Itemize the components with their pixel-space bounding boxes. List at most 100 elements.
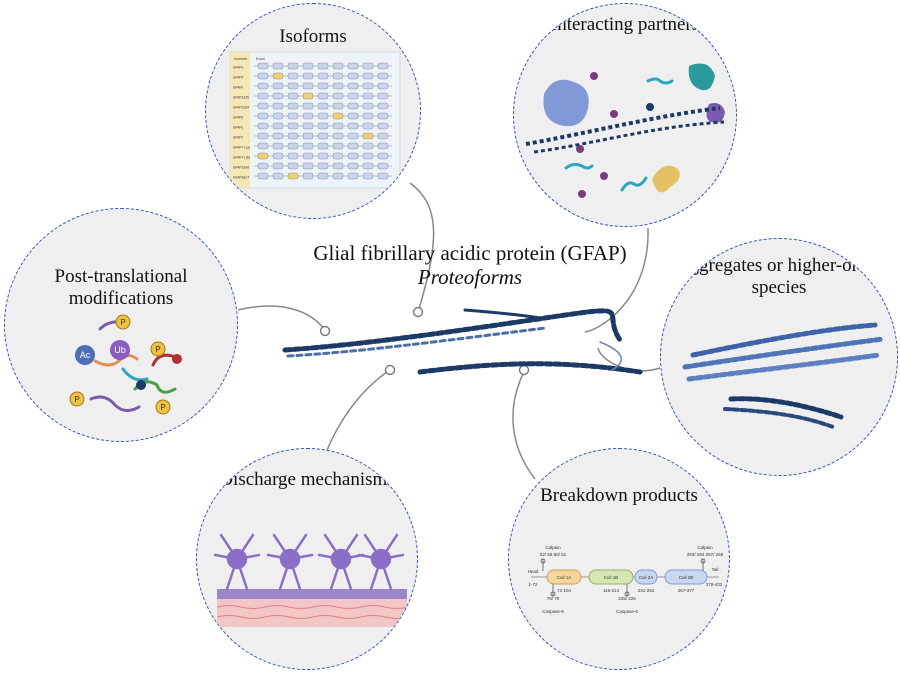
exon-box	[347, 132, 359, 140]
head-range: 1-72	[528, 582, 538, 587]
range-label: 231-252	[638, 588, 655, 593]
subtitle-text: Proteoforms	[417, 265, 523, 289]
exon-box	[347, 62, 359, 70]
exon-box	[332, 162, 344, 170]
exon-box	[347, 152, 359, 160]
exon-box	[362, 122, 374, 130]
isoforms-title: Isoforms	[279, 26, 347, 47]
caspase-site-right: 225/ 226	[618, 596, 636, 601]
ptm-illustration: Ac Ub P P P P	[69, 314, 182, 415]
isoform-name: GFAP+1 (a)	[233, 146, 250, 150]
exon-box	[377, 142, 389, 150]
exon-box	[272, 82, 284, 90]
exon-box	[287, 122, 299, 130]
exon-box	[302, 72, 314, 80]
exon-box	[377, 92, 389, 100]
exon-box	[347, 162, 359, 170]
exon-box	[362, 92, 374, 100]
partner-ring	[688, 63, 715, 91]
exon-box	[347, 122, 359, 130]
exon-box	[257, 72, 269, 80]
exon-box	[332, 172, 344, 180]
ptm-title: Post-translational modifications	[54, 266, 188, 309]
aggregates-illustration	[682, 322, 886, 429]
isoform-name: GFAPα	[233, 66, 244, 70]
exon-box	[272, 132, 284, 140]
ligand-dot	[576, 145, 584, 153]
isoform-name: GFAPκ	[233, 86, 244, 90]
exon-box	[287, 72, 299, 80]
domain-label: Coil 1A	[557, 575, 572, 580]
exon-box	[302, 112, 314, 120]
domain-label: Coil 1B	[604, 575, 619, 580]
exon-box	[377, 72, 389, 80]
exon-box	[317, 92, 329, 100]
exon-box	[287, 92, 299, 100]
exon-box	[287, 112, 299, 120]
exon-box	[317, 152, 329, 160]
isoform-name: GFAPΔEx7	[233, 176, 249, 180]
exon-box	[272, 92, 284, 100]
exon-box	[272, 112, 284, 120]
exon-box	[347, 142, 359, 150]
exon-box	[362, 132, 374, 140]
exon-box	[347, 92, 359, 100]
exon-box	[302, 82, 314, 90]
connector-isoforms	[409, 182, 435, 313]
exon-box	[272, 152, 284, 160]
exon-box	[317, 82, 329, 90]
exon-box	[287, 152, 299, 160]
interacting-title: Interacting partners	[550, 14, 700, 35]
ligand-dot	[646, 103, 654, 111]
domain-coil-1a	[546, 569, 582, 585]
acetyl-label: Ac	[80, 350, 91, 360]
scissors-icon	[700, 558, 706, 564]
discharge-illustration	[213, 533, 410, 627]
exon-box	[317, 172, 329, 180]
scissors-icon	[540, 558, 546, 564]
caspase-label-left: Caspase-6	[542, 609, 564, 614]
interacting-illustration	[525, 63, 725, 198]
exon-box	[317, 162, 329, 170]
domain-label: Coil 2B	[679, 575, 694, 580]
exon-box	[302, 142, 314, 150]
ligand-dot	[578, 190, 586, 198]
breakdown-circle: Breakdown products Coil 1A Coil 1B Coil …	[508, 448, 730, 670]
exon-box	[317, 142, 329, 150]
ubiquitin-label: Ub	[114, 345, 126, 355]
exon-box	[257, 172, 269, 180]
tail-label: Tail	[712, 567, 719, 572]
peptide-strand	[620, 176, 648, 192]
exon-box	[317, 112, 329, 120]
aggregates-circle: Aggregates or higher-order species	[660, 238, 898, 476]
isoform-name: GFAPΔEx6	[233, 166, 249, 170]
exon-box	[347, 102, 359, 110]
interacting-partners-circle: Interacting partners	[513, 3, 737, 227]
scissors-icon	[624, 591, 630, 597]
gfap-helix	[525, 106, 721, 146]
discharge-circle: Discharge mechanisms	[196, 448, 418, 670]
exon-box	[332, 92, 344, 100]
ubiquitin-icon	[110, 340, 130, 360]
exon-box	[332, 102, 344, 110]
domain-coil-2b	[664, 569, 708, 585]
domain-label: Coil 2A	[639, 575, 654, 580]
calpain-label-right: Calpain	[697, 545, 713, 550]
exon-box	[332, 122, 344, 130]
exon-box	[377, 162, 389, 170]
exon-box	[332, 72, 344, 80]
exon-box	[257, 162, 269, 170]
exon-box	[377, 132, 389, 140]
astrocyte-icon	[213, 533, 261, 591]
exon-box	[362, 162, 374, 170]
exon-box	[377, 172, 389, 180]
exon-box	[272, 172, 284, 180]
exon-box	[302, 172, 314, 180]
phospho-icon	[150, 341, 166, 357]
exon-box	[302, 102, 314, 110]
exon-box	[362, 102, 374, 110]
exon-box	[362, 152, 374, 160]
exon-box	[347, 72, 359, 80]
header-isoform: Isoform	[234, 56, 248, 61]
